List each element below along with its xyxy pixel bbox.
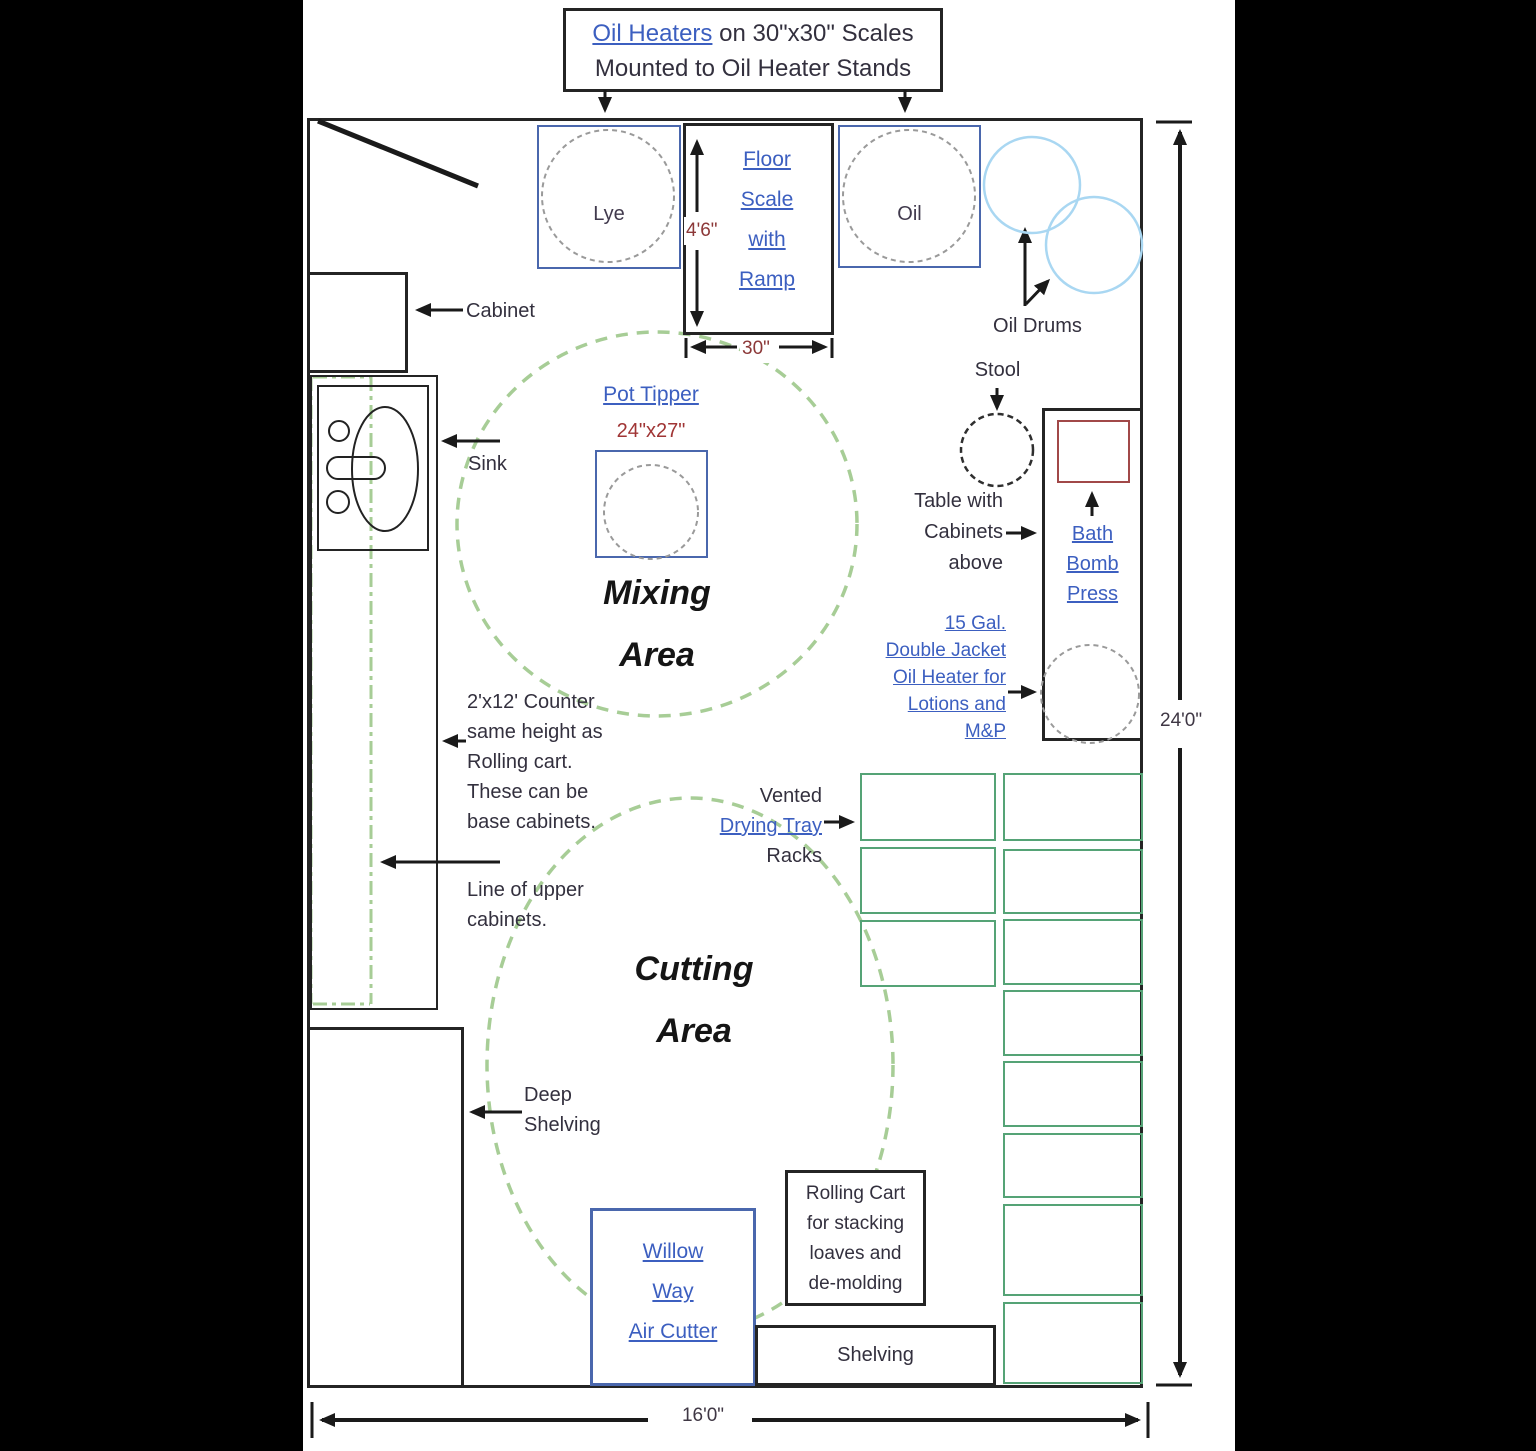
pot-tipper-box <box>595 450 708 558</box>
deep-shelving-box <box>307 1027 464 1388</box>
pot-tipper-link[interactable]: Pot Tipper <box>603 383 699 406</box>
shelving-box <box>755 1325 996 1386</box>
oil-label: Oil <box>897 203 922 225</box>
bath-bomb-link-1[interactable]: Bath <box>1071 523 1114 545</box>
rolling-cart-line2: for stacking <box>806 1213 905 1234</box>
cutting-area-line2: Area <box>656 1012 732 1050</box>
bath-bomb-label: Bath Bomb Press <box>1040 519 1145 609</box>
cabinet-box <box>307 272 408 373</box>
shelving-label: Shelving <box>837 1344 914 1366</box>
willow-link-2[interactable]: Way <box>652 1280 694 1303</box>
drying-rack <box>1003 1204 1143 1296</box>
room-wall <box>307 118 1143 1388</box>
drying-tray-link[interactable]: Drying Tray <box>719 815 822 837</box>
upper-cabinets-label: Line of upper cabinets. <box>467 875 584 935</box>
cutting-area-line1: Cutting <box>634 950 754 988</box>
pot-tipper-size: 24"x27" <box>616 420 686 442</box>
lotion-heater-link-4[interactable]: Lotions and <box>907 694 1006 715</box>
floor-scale-label: Floor Scale with Ramp <box>703 140 831 300</box>
oil-drums-label: Oil Drums <box>993 315 1082 337</box>
deep-shelving-label: Deep Shelving <box>524 1080 601 1140</box>
drying-rack <box>860 847 996 914</box>
rolling-cart-line3: loaves and <box>809 1243 902 1264</box>
counter-note-line3: Rolling cart. <box>467 751 573 773</box>
title-box <box>563 8 943 92</box>
bath-bomb-link-3[interactable]: Press <box>1066 583 1119 605</box>
scale-height-dim: 4'6" <box>684 217 720 245</box>
upper-cabinets-line1: Line of upper <box>467 879 584 901</box>
rolling-cart-label: Rolling Cart for stacking loaves and de-… <box>785 1179 926 1299</box>
floor-scale-link-4[interactable]: Ramp <box>738 268 796 291</box>
upper-cabinets-line2: cabinets. <box>467 909 548 931</box>
willow-air-cutter-label: Willow Way Air Cutter <box>590 1232 756 1352</box>
counter-note-line2: same height as <box>467 721 603 743</box>
oil-heaters-link[interactable]: Oil Heaters <box>592 20 713 47</box>
title-line2: Mounted to Oil Heater Stands <box>594 55 912 82</box>
room-depth-dim: 24'0" <box>1158 707 1205 735</box>
drying-rack <box>1003 773 1143 841</box>
drying-rack <box>1003 849 1143 914</box>
lye-label: Lye <box>593 203 625 225</box>
lotion-heater-link-1[interactable]: 15 Gal. <box>944 613 1006 634</box>
floor-scale-link-1[interactable]: Floor <box>743 148 791 171</box>
scale-width-dim: 30" <box>740 335 772 363</box>
counter-note-line1: 2'x12' Counter <box>467 691 595 713</box>
room-width-dim: 16'0" <box>655 1402 751 1430</box>
sink-label: Sink <box>468 453 507 475</box>
lotion-heater-link-5[interactable]: M&P <box>964 721 1006 742</box>
drying-rack <box>1003 990 1143 1056</box>
table-cabinets-line2: Cabinets <box>924 521 1003 543</box>
lye-heater-box <box>537 125 681 269</box>
willow-link-3[interactable]: Air Cutter <box>628 1320 718 1343</box>
floor-scale-link-2[interactable]: Scale <box>740 188 794 211</box>
drying-rack <box>1003 1302 1143 1384</box>
sink-box <box>317 385 429 551</box>
deep-shelving-line2: Shelving <box>524 1114 601 1136</box>
rolling-cart-line4: de-molding <box>808 1273 903 1294</box>
mixing-area-line2: Area <box>619 636 695 674</box>
stool-label: Stool <box>974 359 1021 381</box>
deep-shelving-line1: Deep <box>524 1084 572 1106</box>
drying-rack <box>1003 1133 1143 1198</box>
lotion-heater-link-3[interactable]: Oil Heater for <box>893 667 1006 688</box>
cutting-area-label: Cutting Area <box>594 938 794 1062</box>
mixing-area-label: Mixing Area <box>557 562 757 686</box>
title-line1-rest: on 30"x30" Scales <box>712 20 914 47</box>
bath-bomb-link-2[interactable]: Bomb <box>1066 553 1119 575</box>
floor-scale-link-3[interactable]: with <box>748 228 786 251</box>
drying-rack <box>1003 1061 1143 1127</box>
table-cabinets-line3: above <box>948 552 1004 574</box>
lotion-heater-label: 15 Gal. Double Jacket Oil Heater for Lot… <box>838 610 1006 745</box>
vented-racks-label: Vented Drying Tray Racks <box>690 781 822 871</box>
lotion-heater-link-2[interactable]: Double Jacket <box>885 640 1006 661</box>
table-cabinets-label: Table with Cabinets above <box>853 486 1003 579</box>
rolling-cart-line1: Rolling Cart <box>805 1183 906 1204</box>
counter-note-label: 2'x12' Counter same height as Rolling ca… <box>467 687 603 837</box>
drying-rack <box>1003 919 1143 985</box>
table-cabinets-line1: Table with <box>914 490 1003 512</box>
counter-note-line4: These can be <box>467 781 589 803</box>
cabinet-label: Cabinet <box>466 300 535 322</box>
drying-rack <box>860 920 996 987</box>
counter-note-line5: base cabinets. <box>467 811 596 833</box>
willow-link-1[interactable]: Willow <box>642 1240 704 1263</box>
vented-line1: Vented <box>759 785 822 807</box>
title-line1: Oil Heaters on 30"x30" Scales <box>563 16 943 51</box>
bath-bomb-press-box <box>1057 420 1130 483</box>
mixing-area-line1: Mixing <box>603 574 711 612</box>
title-text: Oil Heaters on 30"x30" Scales Mounted to… <box>563 16 943 86</box>
vented-line3: Racks <box>766 845 822 867</box>
drying-rack <box>860 773 996 841</box>
oil-heater-box <box>838 125 981 268</box>
